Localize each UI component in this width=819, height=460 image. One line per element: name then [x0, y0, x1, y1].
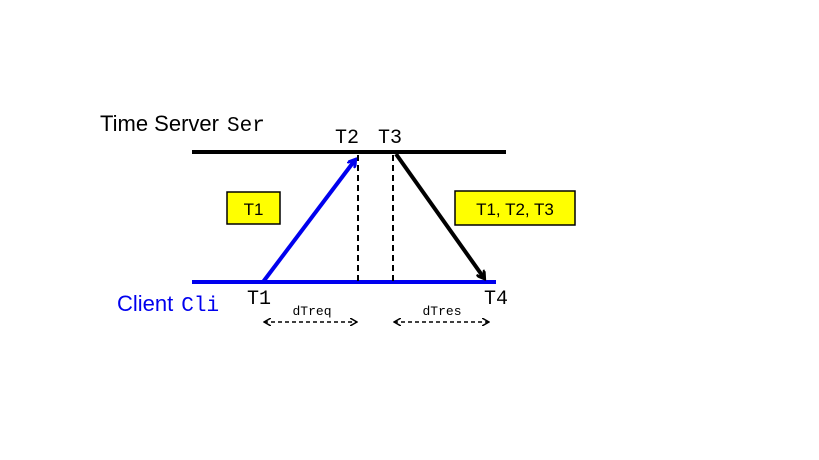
timestamp-t1: T1	[247, 288, 271, 311]
server-id: Ser	[227, 115, 265, 138]
response-arrow	[394, 152, 484, 278]
request-payload-text: T1	[244, 200, 264, 219]
timestamp-t4: T4	[484, 288, 508, 311]
timestamp-t3: T3	[378, 127, 402, 150]
response-payload-box	[454, 190, 576, 226]
client-id: Cli	[181, 295, 219, 318]
request-payload-box	[226, 191, 281, 225]
request-delay-label: dTreq	[292, 304, 331, 319]
server-label: Time Server Ser	[100, 111, 265, 138]
server-name: Time Server	[100, 111, 219, 136]
client-name: Client	[117, 291, 173, 316]
response-delay-label: dTres	[422, 304, 461, 319]
client-label: Client Cli	[117, 291, 219, 318]
timestamp-t2: T2	[335, 127, 359, 150]
response-payload-text: T1, T2, T3	[476, 200, 554, 219]
request-arrow	[261, 160, 355, 284]
